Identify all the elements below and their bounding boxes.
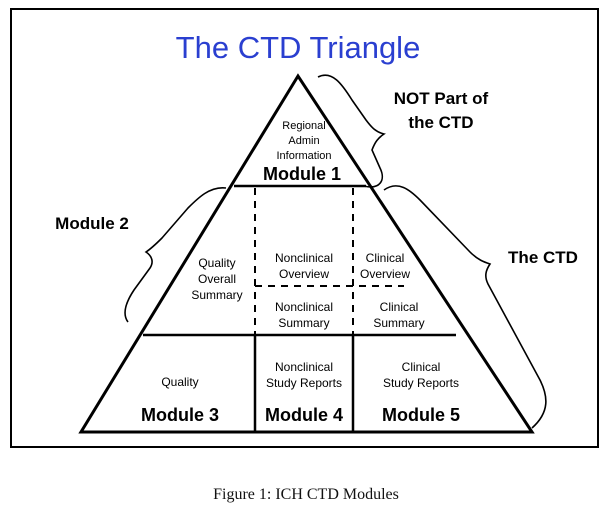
- module5-content-line-1: Clinical: [402, 360, 441, 374]
- module5-block: Clinical Study Reports Module 5: [382, 360, 460, 425]
- module1-content-line-2: Admin: [288, 135, 319, 147]
- ctd-diagram: The CTD Triangle Regional Admin Informat…: [55, 30, 578, 434]
- quality-overall-summary-line-1: Quality: [198, 256, 235, 270]
- clinical-overview-line-1: Clinical: [366, 251, 405, 265]
- module5-content-line-2: Study Reports: [383, 376, 459, 390]
- nonclinical-overview-line-2: Overview: [279, 267, 329, 281]
- module2-brace-label: Module 2: [55, 214, 129, 233]
- the-ctd-label: The CTD: [508, 248, 578, 267]
- module2-block: Quality Overall Summary Nonclinical Over…: [191, 251, 424, 330]
- module1-block: Regional Admin Information Module 1: [263, 120, 341, 184]
- not-part-label-line-1: NOT Part of: [394, 89, 489, 108]
- clinical-summary-line-1: Clinical: [380, 300, 419, 314]
- clinical-overview-line-2: Overview: [360, 267, 410, 281]
- diagram-title: The CTD Triangle: [176, 30, 421, 65]
- brace-not-part: [317, 74, 386, 188]
- pyramid-outline: [78, 73, 535, 434]
- nonclinical-summary-line-1: Nonclinical: [275, 300, 333, 314]
- module1-label: Module 1: [263, 164, 341, 184]
- nonclinical-overview-line-1: Nonclinical: [275, 251, 333, 265]
- module1-content-line-3: Information: [276, 150, 331, 162]
- module3-label: Module 3: [141, 405, 219, 425]
- module4-content-line-2: Study Reports: [266, 376, 342, 390]
- module1-content-line-1: Regional: [282, 120, 325, 132]
- quality-overall-summary-line-2: Overall: [198, 272, 236, 286]
- not-part-label-line-2: the CTD: [408, 113, 473, 132]
- nonclinical-summary-line-2: Summary: [278, 316, 329, 330]
- brace-module2: [124, 187, 227, 323]
- module5-label: Module 5: [382, 405, 460, 425]
- clinical-summary-line-2: Summary: [373, 316, 424, 330]
- module3-block: Quality Module 3: [141, 375, 219, 425]
- figure-caption: Figure 1: ICH CTD Modules: [213, 486, 399, 503]
- module3-content: Quality: [161, 375, 198, 389]
- module4-content-line-1: Nonclinical: [275, 360, 333, 374]
- module2-dashed-grid: [254, 188, 404, 334]
- brace-the-ctd: [383, 185, 547, 429]
- quality-overall-summary-line-3: Summary: [191, 288, 242, 302]
- module4-block: Nonclinical Study Reports Module 4: [265, 360, 343, 425]
- module4-label: Module 4: [265, 405, 343, 425]
